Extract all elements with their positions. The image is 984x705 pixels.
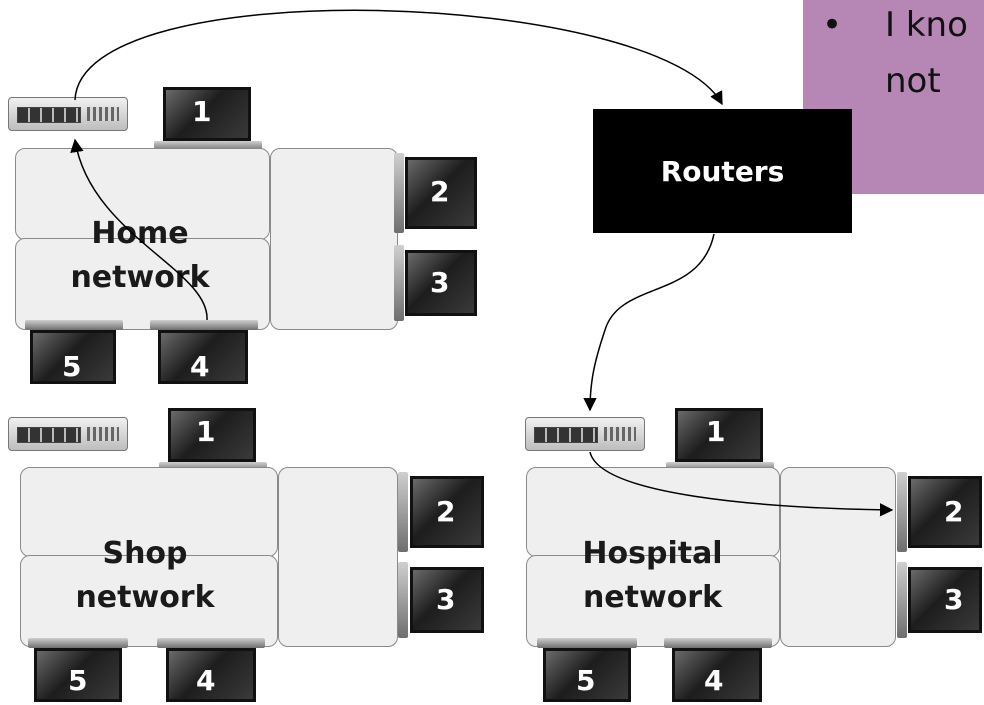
laptop-number: 5 <box>68 664 88 697</box>
table-side <box>278 467 398 647</box>
laptop-number: 5 <box>62 350 82 383</box>
routers-label: Routers <box>660 154 785 188</box>
laptop-number: 3 <box>430 266 450 299</box>
laptop-icon <box>908 567 982 633</box>
callout-bullet: • <box>822 5 843 45</box>
table-top <box>20 467 278 557</box>
laptop-icon <box>410 476 484 548</box>
callout-box-lower <box>851 112 984 194</box>
laptop-icon <box>166 648 256 702</box>
laptop-icon <box>672 648 762 702</box>
arrow-routers-to-hospital <box>583 233 715 412</box>
routers-box: Routers <box>593 109 852 233</box>
laptop-number: 3 <box>944 583 964 616</box>
laptop-number: 4 <box>704 664 724 697</box>
table-bottom <box>20 555 278 647</box>
network-label: Shop network <box>75 536 215 615</box>
laptop-icon <box>543 648 631 702</box>
callout-box <box>803 0 984 112</box>
laptop-number: 2 <box>944 495 964 528</box>
network-switch-icon <box>8 97 128 131</box>
network-label: Home network <box>70 216 210 295</box>
laptop-number: 2 <box>430 175 450 208</box>
laptop-icon <box>168 408 256 462</box>
table-side <box>270 148 398 330</box>
laptop-number: 1 <box>706 415 726 448</box>
laptop-number: 5 <box>576 664 596 697</box>
laptop-icon <box>30 330 116 384</box>
laptop-icon <box>34 648 122 702</box>
laptop-icon <box>405 157 477 229</box>
table-side <box>780 467 896 647</box>
network-switch-icon <box>525 417 645 451</box>
table-bottom <box>526 555 780 647</box>
network-label: Hospital network <box>582 536 723 615</box>
laptop-icon <box>410 567 484 633</box>
laptop-number: 1 <box>196 415 216 448</box>
laptop-number: 4 <box>196 664 216 697</box>
laptop-icon <box>908 476 982 548</box>
laptop-number: 3 <box>436 583 456 616</box>
laptop-number: 1 <box>192 95 212 128</box>
callout-line-1: I kno <box>885 5 968 45</box>
laptop-number: 4 <box>190 350 210 383</box>
callout-line-2: not <box>885 61 941 101</box>
network-switch-icon <box>8 417 128 451</box>
laptop-icon <box>405 250 477 316</box>
laptop-icon <box>158 330 248 384</box>
laptop-number: 2 <box>436 495 456 528</box>
